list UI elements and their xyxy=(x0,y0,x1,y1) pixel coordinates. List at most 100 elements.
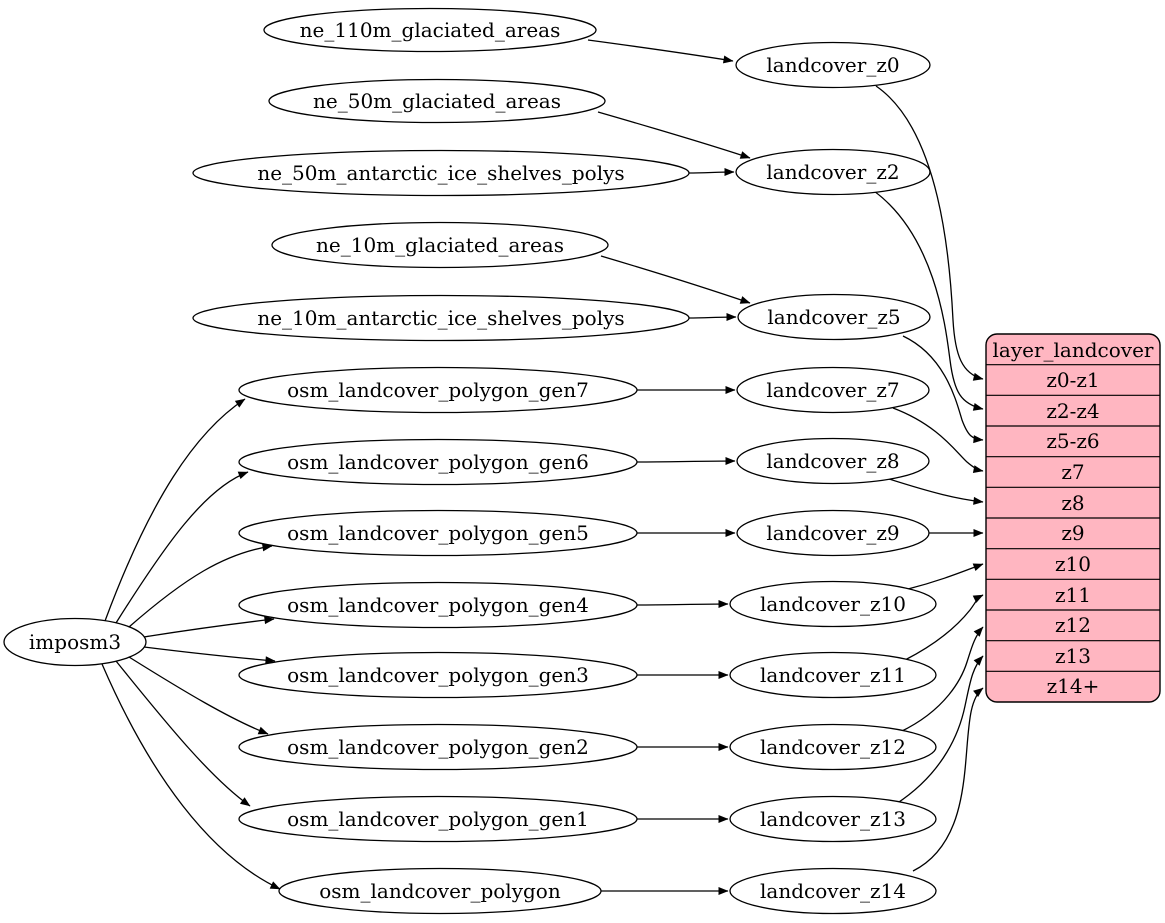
osm_landcover_polygon_gen6-label: osm_landcover_polygon_gen6 xyxy=(287,450,589,474)
node-osm_landcover_polygon_gen6: osm_landcover_polygon_gen6 xyxy=(238,438,638,486)
edge-gen4-to-landcover_z10 xyxy=(636,600,729,609)
edge-ne_50m_glaciated_areas-to-landcover_z2 xyxy=(597,111,751,159)
edge-ne_10m_glaciated_areas-to-landcover_z5 xyxy=(600,255,751,304)
osm_landcover_polygon-label: osm_landcover_polygon xyxy=(319,879,561,903)
edge-imposm3-to-gen5 xyxy=(128,543,273,628)
landcover_z7-ellipse xyxy=(736,366,930,414)
node-osm_landcover_polygon_gen3: osm_landcover_polygon_gen3 xyxy=(238,651,638,699)
osm_landcover_polygon-ellipse xyxy=(278,867,602,915)
landcover_z9-ellipse xyxy=(736,509,930,557)
landcover_z8-ellipse xyxy=(736,437,930,485)
imposm3-ellipse xyxy=(3,617,147,667)
node-landcover_z7: landcover_z7 xyxy=(736,366,930,414)
landcover_z14-label: landcover_z14 xyxy=(760,879,906,903)
osm_landcover_polygon_gen4-ellipse xyxy=(238,581,638,629)
node-osm_landcover_polygon_gen7: osm_landcover_polygon_gen7 xyxy=(238,366,638,414)
edge-imposm3-to-gen1 xyxy=(115,660,251,807)
record-row-z12: z12 xyxy=(1055,613,1091,637)
edge-landcover_z14-to-row-z14plus xyxy=(912,687,984,872)
record-row-z8: z8 xyxy=(1061,491,1084,515)
edge-ne_110m_glaciated_areas-to-landcover_z0 xyxy=(587,39,734,64)
record-row-z13: z13 xyxy=(1055,644,1091,668)
edge-imposm3-to-gen4 xyxy=(143,616,275,638)
edge-imposm3-to-gen3 xyxy=(143,646,276,665)
osm_landcover_polygon_gen7-ellipse xyxy=(238,366,638,414)
node-ne_50m_glaciated_areas: ne_50m_glaciated_areas xyxy=(268,78,606,124)
osm_landcover_polygon_gen2-label: osm_landcover_polygon_gen2 xyxy=(287,735,589,759)
landcover_z5-label: landcover_z5 xyxy=(767,305,900,329)
landcover_z14-ellipse xyxy=(729,867,937,915)
edge-imposm3-to-gen7 xyxy=(104,398,246,622)
landcover_z8-label: landcover_z8 xyxy=(766,449,899,473)
node-osm_landcover_polygon_gen1: osm_landcover_polygon_gen1 xyxy=(238,795,638,843)
edge-ne_50m_antarctic_ice_shelves_polys-to-landcover_z2 xyxy=(688,168,735,177)
landcover_z11-ellipse xyxy=(729,651,937,699)
ne_50m_antarctic_ice_shelves_polys-label: ne_50m_antarctic_ice_shelves_polys xyxy=(257,161,624,185)
edge-landcover_z2-to-row-z2-z4 xyxy=(873,190,984,411)
landcover_z10-label: landcover_z10 xyxy=(760,592,906,616)
landcover_z7-label: landcover_z7 xyxy=(766,378,899,402)
node-imposm3: imposm3 xyxy=(3,617,147,667)
node-ne_10m_glaciated_areas: ne_10m_glaciated_areas xyxy=(271,221,609,269)
landcover_z11-label: landcover_z11 xyxy=(760,663,906,687)
landcover_z10-ellipse xyxy=(729,580,937,628)
record-title: layer_landcover xyxy=(993,338,1154,362)
edge-landcover_z5-to-row-z5-z6 xyxy=(902,335,984,444)
ne_110m_glaciated_areas-ellipse xyxy=(263,7,597,53)
node-landcover_z5: landcover_z5 xyxy=(737,293,931,341)
node-landcover_z14: landcover_z14 xyxy=(729,867,937,915)
node-ne_50m_antarctic_ice_shelves_polys: ne_50m_antarctic_ice_shelves_polys xyxy=(192,149,690,197)
node-ne_110m_glaciated_areas: ne_110m_glaciated_areas xyxy=(263,7,597,53)
edge-imposm3-to-gen2 xyxy=(128,656,269,735)
osm_landcover_polygon_gen2-ellipse xyxy=(238,723,638,771)
record-layer_landcover: layer_landcover z0-z1 z2-z4 z5-z6 z7 z8 … xyxy=(985,333,1161,703)
node-landcover_z9: landcover_z9 xyxy=(736,509,930,557)
edge-landcover_z0-to-row-z0-z1 xyxy=(875,85,984,381)
node-osm_landcover_polygon: osm_landcover_polygon xyxy=(278,867,602,915)
edge-imposm3-to-osm_landcover_polygon xyxy=(101,663,281,890)
osm_landcover_polygon_gen5-ellipse xyxy=(238,509,638,557)
record-row-z5-z6: z5-z6 xyxy=(1046,429,1099,453)
record-row-z9: z9 xyxy=(1061,521,1084,545)
landcover_z2-label: landcover_z2 xyxy=(766,160,899,184)
osm_landcover_polygon_gen4-label: osm_landcover_polygon_gen4 xyxy=(287,593,589,617)
imposm3-label: imposm3 xyxy=(29,630,121,654)
landcover_z13-label: landcover_z13 xyxy=(760,807,906,831)
ne_50m_antarctic_ice_shelves_polys-ellipse xyxy=(192,149,690,197)
node-landcover_z10: landcover_z10 xyxy=(729,580,937,628)
node-ne_10m_antarctic_ice_shelves_polys: ne_10m_antarctic_ice_shelves_polys xyxy=(192,294,690,342)
record-row-z14plus: z14+ xyxy=(1047,674,1100,698)
ne_110m_glaciated_areas-label: ne_110m_glaciated_areas xyxy=(300,18,561,42)
node-landcover_z2: landcover_z2 xyxy=(735,148,931,196)
osm_landcover_polygon_gen7-label: osm_landcover_polygon_gen7 xyxy=(287,378,589,402)
landcover_z0-ellipse xyxy=(735,41,931,89)
ne_10m_glaciated_areas-label: ne_10m_glaciated_areas xyxy=(316,233,564,257)
node-osm_landcover_polygon_gen4: osm_landcover_polygon_gen4 xyxy=(238,581,638,629)
edge-landcover_z13-to-row-z13 xyxy=(895,655,984,805)
edge-landcover_z12-to-row-z12 xyxy=(899,626,984,733)
landcover_z5-ellipse xyxy=(737,293,931,341)
edge-gen6-to-landcover_z8 xyxy=(636,457,736,466)
landcover_z12-label: landcover_z12 xyxy=(760,735,906,759)
record-row-z0-z1: z0-z1 xyxy=(1046,368,1099,392)
ne_10m_antarctic_ice_shelves_polys-ellipse xyxy=(192,294,690,342)
record-row-z2-z4: z2-z4 xyxy=(1046,399,1099,423)
osm_landcover_polygon_gen5-label: osm_landcover_polygon_gen5 xyxy=(287,521,589,545)
ne_50m_glaciated_areas-ellipse xyxy=(268,78,606,124)
edge-landcover_z10-to-row-z10 xyxy=(907,563,984,590)
landcover_z0-label: landcover_z0 xyxy=(766,53,899,77)
landcover_z9-label: landcover_z9 xyxy=(766,521,899,545)
record-row-z11: z11 xyxy=(1055,583,1091,607)
edge-imposm3-to-gen6 xyxy=(115,471,249,624)
landcover_z12-ellipse xyxy=(729,723,937,771)
node-landcover_z12: landcover_z12 xyxy=(729,723,937,771)
edge-landcover_z7-to-row-z7 xyxy=(892,407,984,474)
osm_landcover_polygon_gen3-ellipse xyxy=(238,651,638,699)
landcover_z13-ellipse xyxy=(729,795,937,843)
node-landcover_z13: landcover_z13 xyxy=(729,795,937,843)
edge-landcover_z11-to-row-z11 xyxy=(904,594,984,661)
ne_10m_glaciated_areas-ellipse xyxy=(271,221,609,269)
record-row-z10: z10 xyxy=(1055,552,1091,576)
